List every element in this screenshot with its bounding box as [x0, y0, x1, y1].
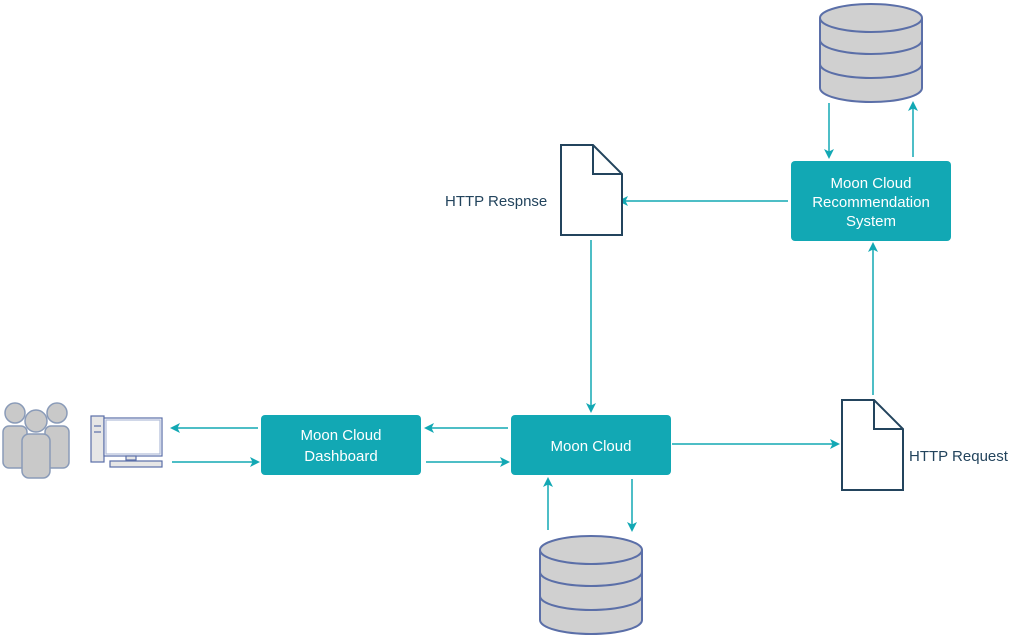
- node-moon-cloud-label: Moon Cloud: [551, 438, 632, 455]
- label-http-response: HTTP Respnse: [445, 193, 547, 210]
- database-icon-top: [819, 3, 923, 103]
- database-icon-bottom: [539, 535, 643, 635]
- computer-icon: [90, 415, 163, 468]
- arrows: [170, 101, 918, 532]
- node-dashboard-line-1: Moon Cloud: [301, 427, 382, 444]
- users-icon: [2, 402, 70, 479]
- node-recommendation-system: Moon Cloud Recommendation System: [791, 161, 951, 241]
- document-icon-request: [841, 399, 904, 491]
- node-recommendation-line-1: Moon Cloud: [831, 175, 912, 192]
- node-dashboard: Moon Cloud Dashboard: [261, 415, 421, 475]
- node-moon-cloud: Moon Cloud: [511, 415, 671, 475]
- label-http-request: HTTP Request: [909, 448, 1009, 465]
- node-dashboard-line-2: Dashboard: [304, 448, 377, 465]
- document-icon-response: [560, 144, 623, 236]
- node-recommendation-line-2: Recommendation: [812, 194, 930, 211]
- node-recommendation-line-3: System: [846, 213, 896, 230]
